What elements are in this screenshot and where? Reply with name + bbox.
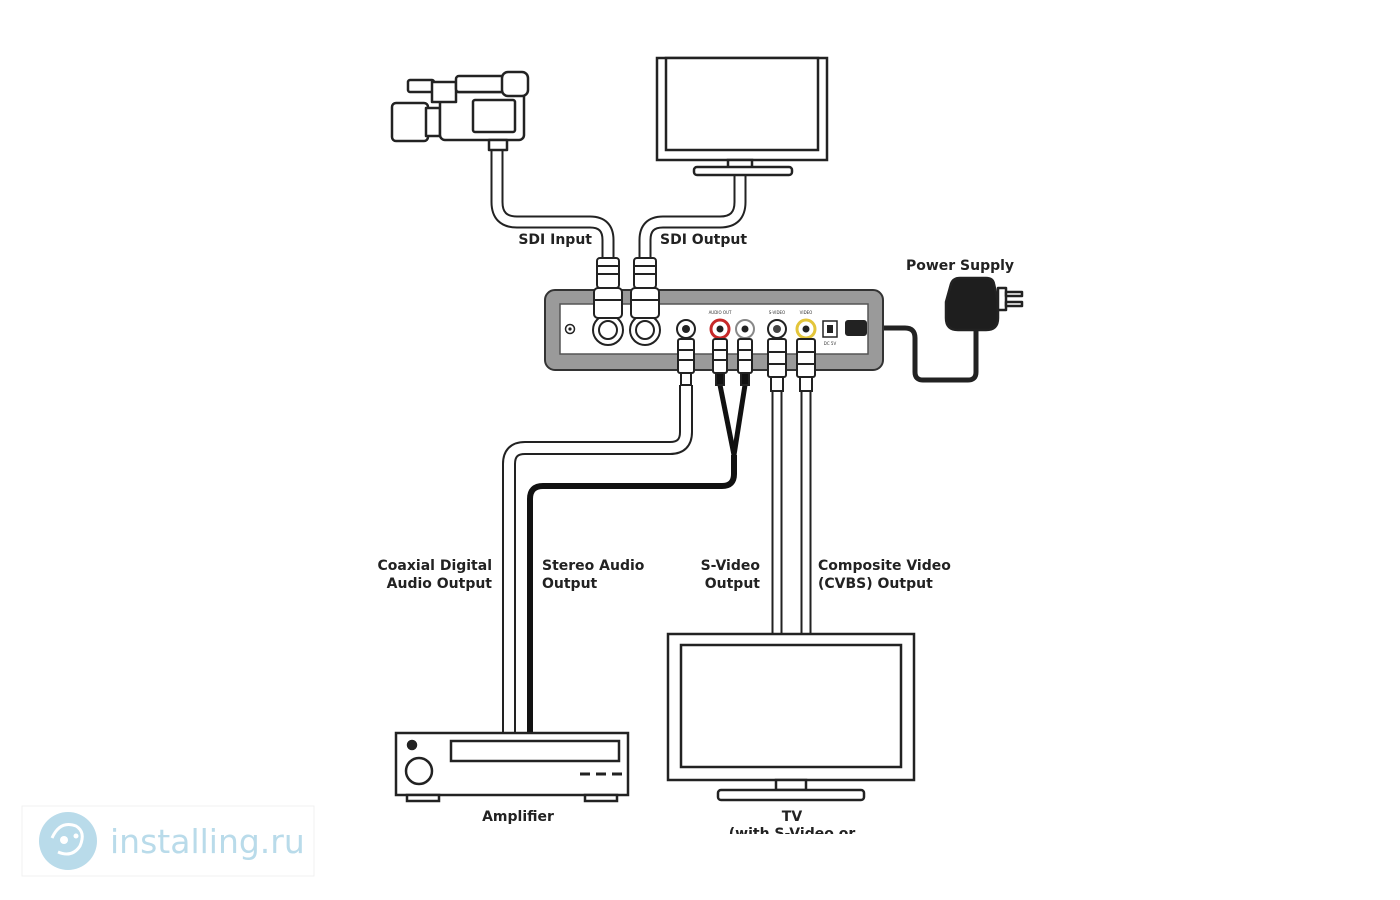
audio-right-jack: [735, 319, 755, 339]
sdi-output-label: SDI Output: [660, 232, 747, 248]
watermark: installing.ru: [21, 805, 315, 877]
sdi-output-port: [629, 314, 661, 346]
coaxial-audio-cable: [502, 385, 693, 735]
label-clip-mask: [700, 834, 900, 854]
sdi-input-port: [592, 314, 624, 346]
svideo-plug: [767, 338, 787, 392]
svideo-port-label: S-VIDEO: [769, 310, 785, 315]
dc-plug: [845, 320, 867, 336]
status-led-icon: [564, 323, 576, 335]
sdi-input-label: SDI Input: [518, 232, 592, 248]
composite-plug: [796, 338, 816, 392]
coaxial-jack: [676, 319, 696, 339]
amplifier-label: Amplifier: [482, 809, 554, 825]
sdi-monitor-icon: [655, 56, 829, 177]
video-port-label: VIDEO: [800, 310, 813, 315]
cables: [490, 140, 979, 735]
labels: SDI Input SDI Output Power Supply Coaxia…: [378, 232, 1015, 842]
stereo-audio-cable: [527, 384, 748, 735]
watermark-logo-icon: [39, 812, 97, 870]
watermark-text: installing.ru: [110, 822, 305, 861]
tv-label-line1: TV: [782, 809, 803, 825]
svideo-jack: [767, 319, 787, 339]
audio-out-port-label: AUDIO OUT: [709, 310, 732, 315]
dc-in-jack: [822, 320, 838, 338]
composite-label-line2: (CVBS) Output: [818, 576, 933, 592]
connector-plugs: [593, 257, 867, 392]
sdi-input-plug: [593, 257, 623, 319]
sdi-input-cable: [490, 140, 615, 290]
video-camera-icon: [390, 70, 530, 152]
sdi-output-plug: [630, 257, 660, 319]
power-cable: [865, 325, 979, 383]
audio-right-plug: [737, 338, 753, 386]
composite-jack: [795, 318, 817, 340]
svideo-label-line1: S-Video: [701, 558, 761, 574]
svideo-label-line2: Output: [705, 576, 761, 592]
audio-left-plug: [712, 338, 728, 386]
stereo-label-line2: Output: [542, 576, 598, 592]
coaxial-label-line1: Coaxial Digital: [378, 558, 492, 574]
dc-in-port-label: DC 5V: [824, 341, 837, 346]
coaxial-label-line2: Audio Output: [387, 576, 493, 592]
composite-label-line1: Composite Video: [818, 558, 951, 574]
stereo-label-line1: Stereo Audio: [542, 558, 645, 574]
power-supply-label: Power Supply: [906, 258, 1014, 274]
power-adapter-icon: [944, 276, 1024, 332]
audio-left-jack: [709, 318, 731, 340]
sdi-output-cable: [638, 172, 747, 290]
amplifier-icon: [394, 731, 630, 803]
tv-icon: [666, 632, 916, 802]
coaxial-plug: [677, 338, 695, 386]
